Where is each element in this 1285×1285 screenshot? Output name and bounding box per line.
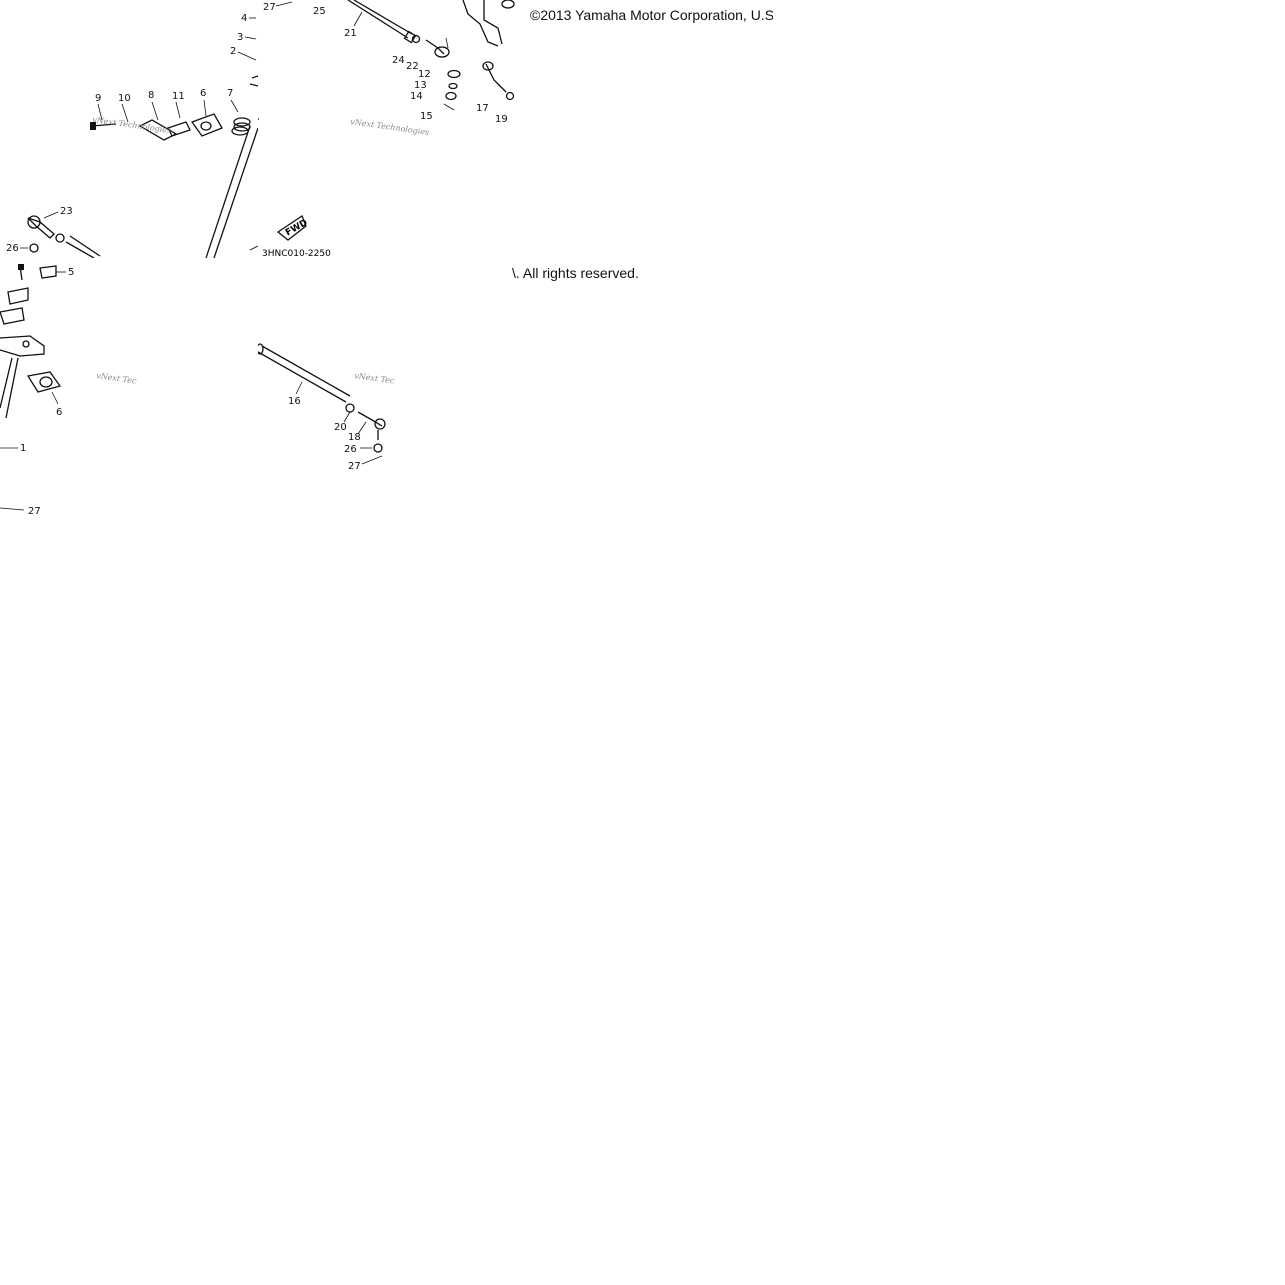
callout-8: 8 [148, 90, 154, 101]
callout-20: 20 [334, 422, 347, 433]
tie-rod-21 [347, 0, 409, 39]
callout-6b: 6 [56, 407, 62, 418]
copyright-text: ©2013 Yamaha Motor Corporation, U.S.A [530, 7, 773, 23]
callout-26c: 26 [344, 444, 357, 455]
callout-19: 19 [495, 114, 508, 125]
parts-diagram-upper-right: FWD 27 25 21 24 22 12 13 14 15 17 19 vNe… [258, 0, 515, 258]
rights-text: \. All rights reserved. [512, 265, 639, 281]
callout-27: 27 [263, 2, 276, 13]
bushing-5 [39, 265, 57, 279]
callout-11: 11 [172, 91, 185, 102]
callout-3: 3 [237, 32, 243, 43]
callout-7: 7 [227, 88, 233, 99]
tile-top-right: FWD 27 25 21 24 22 12 13 14 15 17 19 vNe… [258, 0, 773, 258]
bolt-9 [90, 122, 117, 130]
tie-rod-end-18 [357, 411, 383, 427]
watermark-short: vNext Tec [96, 371, 138, 386]
callout-17: 17 [476, 103, 489, 114]
callout-15: 15 [420, 111, 433, 122]
parts-diagram-lower-left: 5 6 1 27 vNext Tec [0, 264, 138, 516]
fwd-arrow: FWD [276, 215, 309, 241]
callout-12: 12 [418, 69, 431, 80]
fwd-label: FWD [284, 218, 309, 238]
watermark-left: vNext Technologies [92, 115, 172, 135]
bracket-6 [190, 113, 223, 137]
callout-18: 18 [348, 432, 361, 443]
callout-27b: 27 [28, 506, 41, 516]
callout-5: 5 [68, 267, 74, 278]
steering-column [462, 0, 499, 47]
parts-diagram-upper-left: 4 3 2 9 10 8 11 6 7 vNext Technologies 2… [6, 13, 258, 258]
callout-1: 1 [20, 443, 26, 454]
pitman-arm [0, 335, 45, 357]
callout-27c: 27 [348, 461, 361, 472]
callout-9: 9 [95, 93, 101, 104]
callout-22: 22 [406, 61, 419, 72]
watermark: vNext Technologies [350, 117, 430, 137]
bracket-6b [26, 371, 62, 393]
tile-bottom-mid: 16 20 18 26 27 vNext Tec [258, 258, 516, 516]
tie-rod-16 [258, 345, 351, 403]
springs-7 [231, 117, 251, 136]
parts-diagram-lower-mid: 16 20 18 26 27 vNext Tec [258, 343, 396, 472]
callout-24: 24 [392, 55, 405, 66]
watermark-short-2: vNext Tec [354, 371, 396, 386]
callout-2: 2 [230, 46, 236, 57]
callout-13: 13 [414, 80, 427, 91]
diagram-code: 3HNC010-2250 [262, 249, 331, 258]
collar-11 [167, 121, 191, 137]
steering-shaft [213, 127, 258, 258]
callout-14: 14 [410, 91, 423, 102]
callout-21: 21 [344, 28, 357, 39]
callout-6: 6 [200, 88, 206, 99]
callout-25: 25 [313, 6, 326, 17]
callout-10: 10 [118, 93, 131, 104]
callout-4: 4 [241, 13, 247, 24]
tie-rod-end-23 [27, 217, 55, 239]
tile-top-left: 4 3 2 9 10 8 11 6 7 vNext Technologies 2… [0, 0, 258, 258]
tile-bottom-left: 5 6 1 27 vNext Tec [0, 258, 258, 516]
callout-26: 26 [6, 243, 19, 254]
callout-23: 23 [60, 206, 73, 217]
callout-16: 16 [288, 396, 301, 407]
